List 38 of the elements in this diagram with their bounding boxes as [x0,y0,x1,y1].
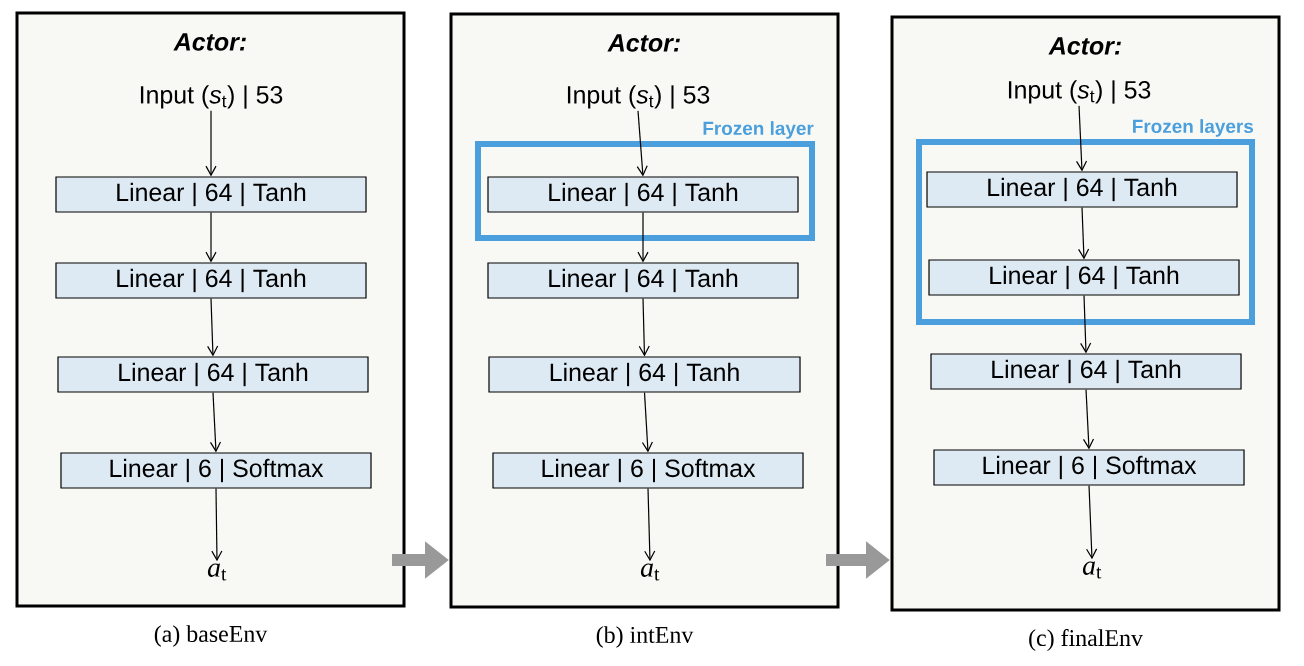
arrow [1080,295,1092,354]
arrow [205,212,217,263]
output-label: a$_{t}$ [640,563,660,581]
layer-box: Linear | 64 | Tanh [55,262,367,299]
layer-box: Linear | 6 | Softmax [60,452,372,489]
panel-label: (b) intEnv [596,626,694,648]
layer-box: Linear | 64 | Tanh [55,176,367,213]
layer-box: Linear | 64 | Tanh [487,262,799,299]
arrow [641,392,653,453]
node-label: Frozen layers [1133,119,1254,137]
layer-box: Linear | 6 | Softmax [933,449,1245,486]
arrow [207,298,219,357]
arrow [209,392,222,453]
arrow [637,212,649,263]
layer-box: Linear | 64 | Tanh [488,356,801,393]
layer-box: Linear | 64 | Tanh [930,353,1242,390]
layer-box: Linear | 64 | Tanh [487,176,799,213]
layer-box: Linear | 64 | Tanh [926,171,1238,208]
layer-box: Linear | 64 | Tanh [928,259,1240,296]
node-label: Frozen layer [703,121,814,139]
arrow [638,298,650,357]
arrow [1086,485,1098,560]
output-label: a$_{t}$ [1082,561,1102,579]
arrow [211,488,223,562]
arrow [636,110,648,177]
panel-label: (a) baseEnv [154,625,268,647]
input-label: Input (s$_{t}$) | 53 [567,85,710,109]
input-label: Input (s$_{t}$) | 53 [140,85,283,109]
arrow [1075,105,1088,172]
output-label: a$_{t}$ [207,563,227,581]
arrow [1082,389,1095,450]
arrow [205,110,217,177]
layer-box: Linear | 64 | Tanh [57,356,369,393]
arrow [644,488,656,562]
input-label: Input (s$_{t}$) | 53 [1008,80,1151,104]
panel-label: (c) finalEnv [1029,629,1143,651]
layer-box: Linear | 6 | Softmax [492,452,804,489]
arrow [1078,207,1090,260]
